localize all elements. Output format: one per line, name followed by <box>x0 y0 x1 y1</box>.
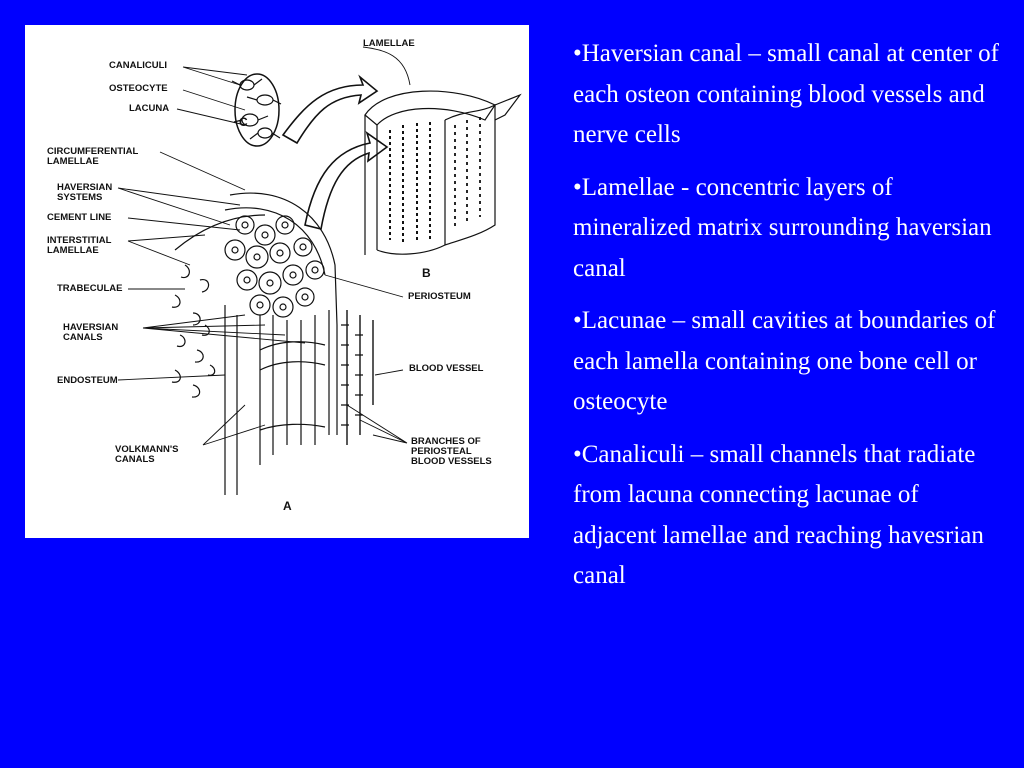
inset-c-drawing <box>231 73 282 147</box>
label-canaliculi: CANALICULI <box>109 60 168 71</box>
bullet-lamellae: •Lamellae - concentric layers of mineral… <box>573 173 992 282</box>
label-branches-periosteal-blood-vessels: BRANCHES OF PERIOSTEAL BLOOD VESSELS <box>411 436 492 467</box>
bone-diagram-drawing <box>117 46 522 495</box>
label-lamellae: LAMELLAE <box>363 38 415 49</box>
osteon-block-b <box>364 90 522 255</box>
bone-structure-figure: CANALICULI OSTEOCYTE LACUNA C LAMELLAE C… <box>25 25 529 538</box>
bullet-list: •Haversian canal – small canal at center… <box>573 34 1003 609</box>
bullet-lacunae: •Lacunae – small cavities at boundaries … <box>573 307 996 415</box>
bullet-haversian-canal: •Haversian canal – small canal at center… <box>573 40 999 148</box>
bone-section-a <box>171 192 374 495</box>
label-lacuna: LACUNA <box>129 103 170 114</box>
label-c: C <box>239 115 248 129</box>
label-interstitial-lamellae: INTERSTITIAL LAMELLAE <box>47 235 112 256</box>
label-blood-vessel: BLOOD VESSEL <box>409 363 484 374</box>
label-haversian-canals: HAVERSIAN CANALS <box>63 322 119 343</box>
label-endosteum: ENDOSTEUM <box>57 375 118 386</box>
label-volkmanns-canals: VOLKMANN'S CANALS <box>115 444 179 465</box>
label-periosteum: PERIOSTEUM <box>408 291 471 302</box>
label-circumferential-lamellae: CIRCUMFERENTIAL LAMELLAE <box>47 146 139 167</box>
label-haversian-systems: HAVERSIAN SYSTEMS <box>57 182 113 203</box>
label-trabeculae: TRABECULAE <box>57 283 123 294</box>
bullet-canaliculi: •Canaliculi – small channels that radiat… <box>573 440 984 590</box>
label-b: B <box>422 266 431 280</box>
label-osteocyte: OSTEOCYTE <box>109 83 168 94</box>
label-a: A <box>283 499 292 513</box>
label-cement-line: CEMENT LINE <box>47 212 112 223</box>
